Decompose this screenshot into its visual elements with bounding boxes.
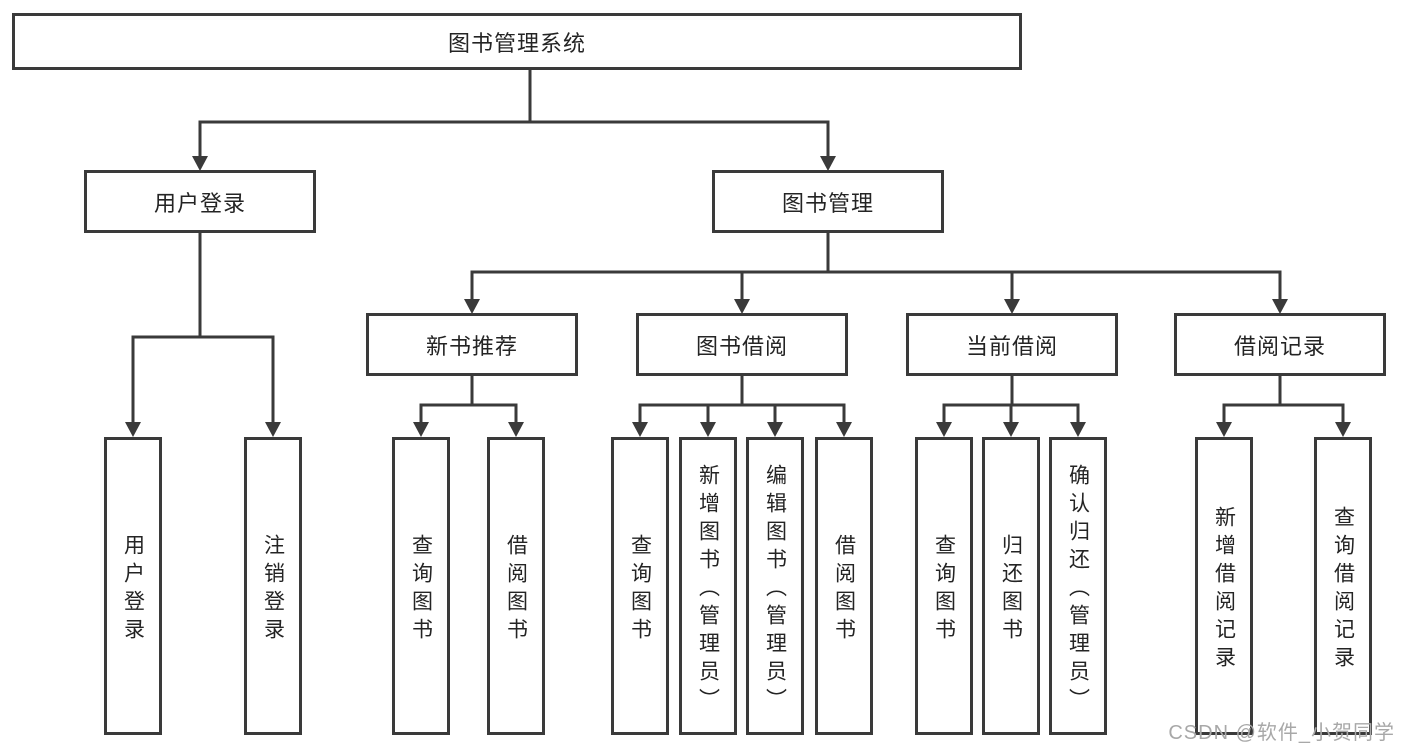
leaf-borrow-query-books-label: 查询图书 bbox=[628, 533, 652, 646]
leaf-borrow-query-books: 查询图书 bbox=[611, 437, 669, 735]
connector-borrow-records-to-leaves bbox=[1216, 376, 1351, 437]
leaf-edit-books-admin-label: 编辑图书（管理员） bbox=[763, 463, 787, 716]
leaf-add-borrow-record: 新增借阅记录 bbox=[1195, 437, 1253, 735]
node-root-system: 图书管理系统 bbox=[12, 13, 1022, 70]
leaf-query-borrow-record: 查询借阅记录 bbox=[1314, 437, 1372, 735]
leaf-logout-label: 注销登录 bbox=[261, 533, 285, 646]
node-current-borrowing-label: 当前借阅 bbox=[965, 333, 1058, 359]
connector-new-book-rec-to-leaves bbox=[413, 376, 524, 437]
node-borrowing-records: 借阅记录 bbox=[1174, 313, 1386, 376]
node-new-book-recommend-label: 新书推荐 bbox=[425, 333, 518, 359]
connector-book-mgmt-to-level3 bbox=[464, 233, 1288, 314]
leaf-query-borrow-record-label: 查询借阅记录 bbox=[1331, 505, 1355, 674]
leaf-borrow-books: 借阅图书 bbox=[815, 437, 873, 735]
leaf-add-books-admin-label: 新增图书（管理员） bbox=[696, 463, 720, 716]
node-current-borrowing: 当前借阅 bbox=[906, 313, 1118, 376]
csdn-watermark: CSDN @软件_小贺同学 bbox=[1168, 722, 1395, 744]
connector-root-to-level2 bbox=[192, 70, 836, 171]
leaf-borrow-books-label: 借阅图书 bbox=[832, 533, 856, 646]
leaf-newrec-borrow-books: 借阅图书 bbox=[487, 437, 545, 735]
leaf-current-query-books-label: 查询图书 bbox=[932, 533, 956, 646]
node-book-management-label: 图书管理 bbox=[781, 190, 874, 216]
leaf-user-login-label: 用户登录 bbox=[121, 533, 145, 646]
connector-user-login-to-leaves bbox=[125, 233, 281, 437]
node-new-book-recommend: 新书推荐 bbox=[366, 313, 578, 376]
leaf-user-login: 用户登录 bbox=[104, 437, 162, 735]
node-book-borrowing: 图书借阅 bbox=[636, 313, 848, 376]
node-user-login: 用户登录 bbox=[84, 170, 316, 233]
leaf-newrec-query-books: 查询图书 bbox=[392, 437, 450, 735]
leaf-newrec-query-books-label: 查询图书 bbox=[409, 533, 433, 646]
leaf-return-books-label: 归还图书 bbox=[999, 533, 1023, 646]
leaf-newrec-borrow-books-label: 借阅图书 bbox=[504, 533, 528, 646]
node-book-borrowing-label: 图书借阅 bbox=[695, 333, 788, 359]
connector-book-borrow-to-leaves bbox=[632, 376, 852, 437]
leaf-current-query-books: 查询图书 bbox=[915, 437, 973, 735]
leaf-confirm-return-admin: 确认归还（管理员） bbox=[1049, 437, 1107, 735]
leaf-add-borrow-record-label: 新增借阅记录 bbox=[1212, 505, 1236, 674]
connector-current-borrow-to-leaves bbox=[936, 376, 1086, 437]
leaf-logout: 注销登录 bbox=[244, 437, 302, 735]
leaf-return-books: 归还图书 bbox=[982, 437, 1040, 735]
node-user-login-label: 用户登录 bbox=[153, 190, 246, 216]
leaf-add-books-admin: 新增图书（管理员） bbox=[679, 437, 737, 735]
leaf-confirm-return-admin-label: 确认归还（管理员） bbox=[1066, 463, 1090, 716]
leaf-edit-books-admin: 编辑图书（管理员） bbox=[746, 437, 804, 735]
node-root-system-label: 图书管理系统 bbox=[447, 30, 586, 56]
node-book-management: 图书管理 bbox=[712, 170, 944, 233]
node-borrowing-records-label: 借阅记录 bbox=[1233, 333, 1326, 359]
